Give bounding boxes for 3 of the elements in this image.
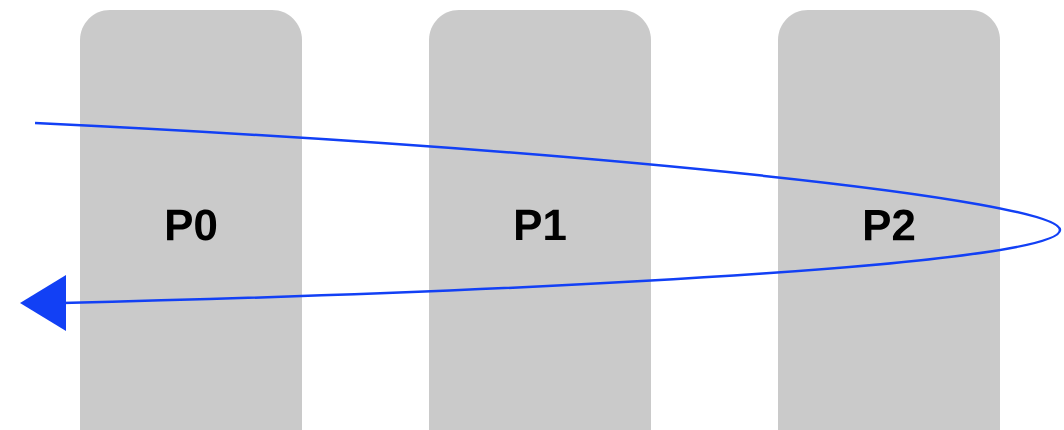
process-box: P1 — [429, 10, 651, 430]
process-box: P0 — [80, 10, 302, 430]
process-box: P2 — [778, 10, 1000, 430]
